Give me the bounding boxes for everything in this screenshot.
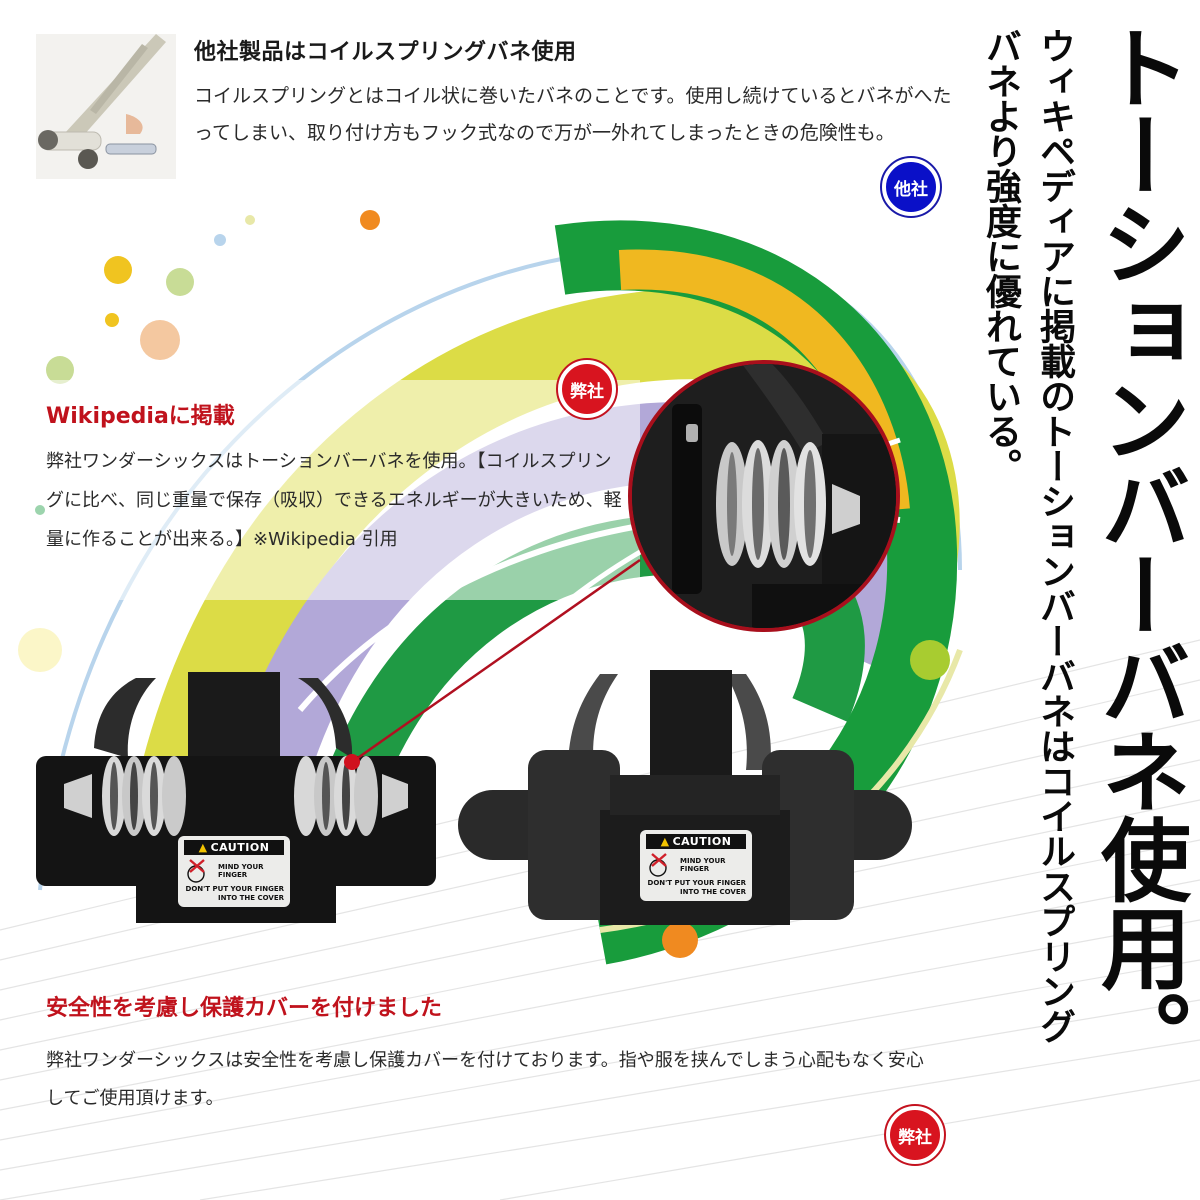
our-company-badge-label: 弊社	[888, 1108, 942, 1162]
caution-dont-put-finger: DON'T PUT YOUR FINGER INTO THE COVER	[185, 885, 284, 902]
headline-sub-line-1: ウィキペディアに掲載のトーションバーバネはコイルスプリング	[1034, 28, 1075, 1043]
headline-main: トーションバーバネ使用。	[1085, 22, 1190, 1078]
competitor-badge: 他社	[880, 156, 942, 218]
caution-mind-finger: MIND YOUR FINGER	[680, 857, 726, 873]
caution-label-right: ▲CAUTION MIND YOUR FINGER DON'T PUT YOUR…	[640, 830, 752, 901]
caution-header: ▲CAUTION	[646, 834, 746, 849]
no-finger-icon	[184, 858, 212, 884]
competitor-section: 他社製品はコイルスプリングバネ使用 コイルスプリングとはコイル状に巻いたバネのこ…	[36, 34, 956, 214]
caution-header: ▲CAUTION	[184, 840, 284, 855]
caution-label-left: ▲CAUTION MIND YOUR FINGER DON'T PUT YOUR…	[178, 836, 290, 907]
our-company-badge-bottom: 弊社	[884, 1104, 946, 1166]
warning-triangle-icon: ▲	[198, 841, 208, 854]
competitor-badge-label: 他社	[884, 160, 938, 214]
vertical-headline: トーションバーバネ使用。 ウィキペディアに掲載のトーションバーバネはコイルスプリ…	[960, 10, 1200, 1078]
product-photo-with-cover: ▲CAUTION MIND YOUR FINGER DON'T PUT YOUR…	[450, 670, 920, 925]
our-company-badge-top: 弊社	[556, 358, 618, 420]
wikipedia-section: Wikipediaに掲載 弊社ワンダーシックスはトーションバーバネを使用。【コイ…	[0, 380, 640, 600]
torsion-bar-unit-image	[36, 672, 436, 923]
wikipedia-description: 弊社ワンダーシックスはトーションバーバネを使用。【コイルスプリングに比べ、同じ重…	[46, 451, 622, 550]
competitor-heading: 他社製品はコイルスプリングバネ使用	[194, 40, 577, 65]
safety-section: 安全性を考慮し保護カバーを付けました 弊社ワンダーシックスは安全性を考慮し保護カ…	[46, 990, 946, 1160]
competitor-product-photo	[36, 34, 176, 179]
caution-dont-put-finger: DON'T PUT YOUR FINGER INTO THE COVER	[647, 879, 746, 896]
headline-sub-line-2: バネより強度に優れている。	[980, 28, 1021, 483]
product-photo-springs-exposed: ▲CAUTION MIND YOUR FINGER DON'T PUT YOUR…	[36, 668, 436, 923]
no-finger-icon	[646, 852, 674, 878]
warning-triangle-icon: ▲	[660, 835, 670, 848]
spring-closeup-image	[632, 364, 896, 628]
safety-heading: 安全性を考慮し保護カバーを付けました	[46, 996, 443, 1021]
safety-description: 弊社ワンダーシックスは安全性を考慮し保護カバーを付けております。指や服を挟んでし…	[46, 1050, 924, 1109]
coil-spring-machine-image	[36, 34, 176, 179]
torsion-spring-closeup	[628, 360, 900, 632]
caution-mind-finger: MIND YOUR FINGER	[218, 863, 264, 879]
competitor-description: コイルスプリングとはコイル状に巻いたバネのことです。使用し続けているとバネがへた…	[194, 85, 952, 144]
wikipedia-heading: Wikipediaに掲載	[46, 404, 235, 429]
our-company-badge-label: 弊社	[560, 362, 614, 416]
